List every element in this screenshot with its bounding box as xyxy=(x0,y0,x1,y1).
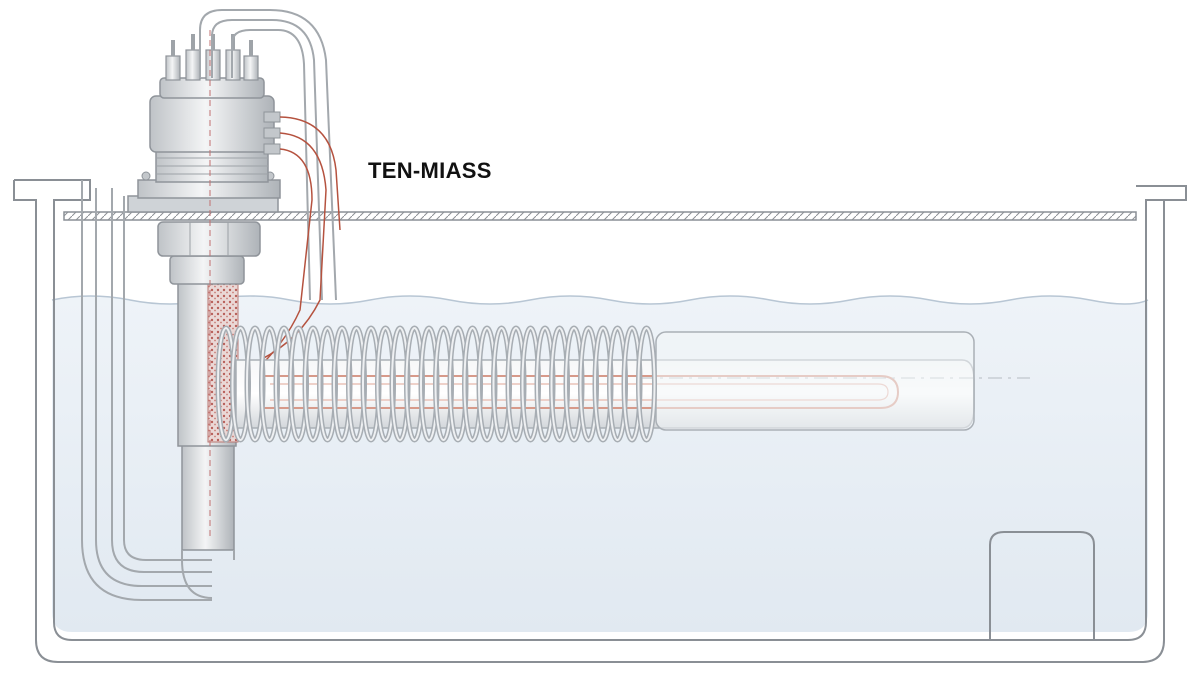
head-housing xyxy=(149,95,275,153)
lower-nut xyxy=(169,255,245,285)
side-connectors xyxy=(263,111,281,155)
tank xyxy=(13,179,1187,663)
upper-nut xyxy=(157,221,261,257)
lid xyxy=(63,211,1137,221)
coil-turn-highlight xyxy=(637,327,656,441)
coil-spring xyxy=(215,325,657,443)
loop-tubes xyxy=(199,9,337,301)
diagram-label: TEN-MIASS xyxy=(368,158,492,183)
drain-block xyxy=(989,531,1095,640)
riser-tube xyxy=(181,439,235,551)
return-pipes xyxy=(81,180,212,601)
